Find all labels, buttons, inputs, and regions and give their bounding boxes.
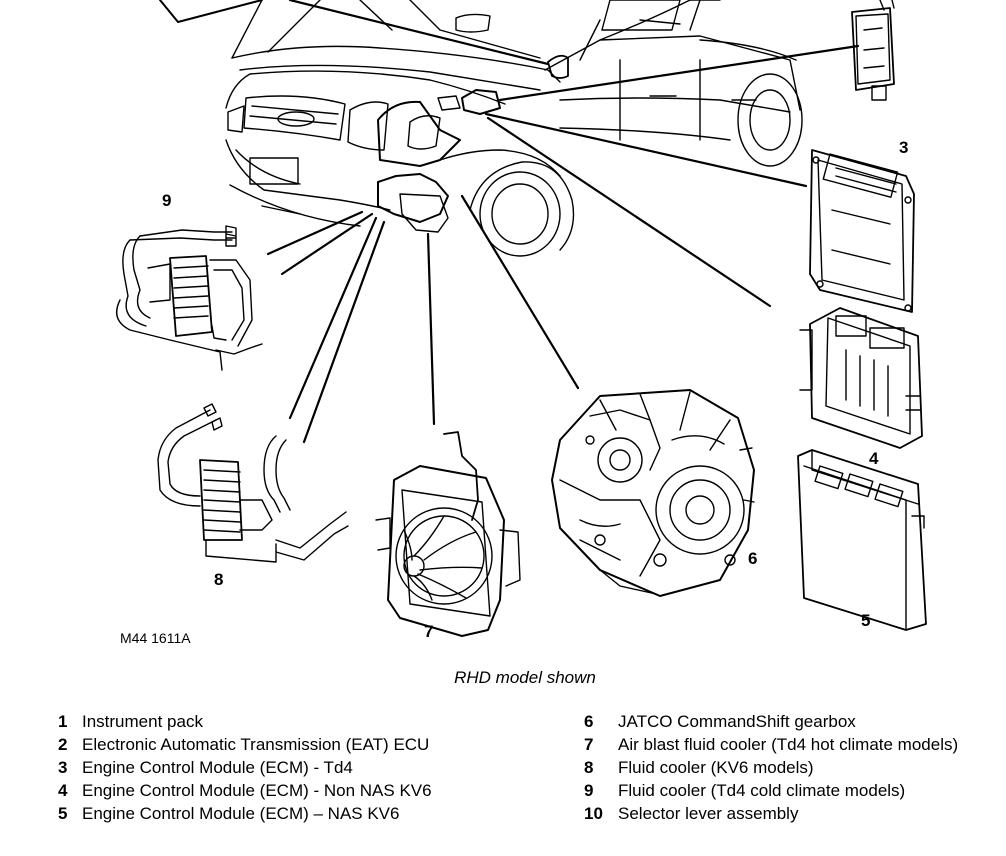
- callout-4: 4: [869, 449, 879, 468]
- ecm-non-nas-kv6-illustration: [799, 307, 923, 449]
- legend-item-4: 4 Engine Control Module (ECM) - Non NAS K…: [58, 779, 432, 802]
- legend-right-column: 6 JATCO CommandShift gearbox 7 Air blast f…: [584, 710, 958, 825]
- callout-9: 9: [162, 191, 172, 210]
- callout-6: 6: [748, 549, 758, 568]
- legend-item-3: 3 Engine Control Module (ECM) - Td4: [58, 756, 432, 779]
- legend-text: Air blast fluid cooler (Td4 hot climate …: [618, 735, 959, 754]
- figure-caption: RHD model shown: [454, 668, 596, 687]
- legend-item-9: 9 Fluid cooler (Td4 cold climate models): [584, 779, 958, 802]
- legend-item-2: 2 Electronic Automatic Transmission (EAT)…: [58, 733, 432, 756]
- fluid-cooler-td4-cold-illustration: [116, 225, 263, 371]
- legend-number: 5: [58, 804, 68, 823]
- legend-text: Fluid cooler (KV6 models): [618, 758, 814, 777]
- legend-item-7: 7 Air blast fluid cooler (Td4 hot climate…: [584, 733, 958, 756]
- legend-item-5: 5 Engine Control Module (ECM) – NAS KV6: [58, 802, 432, 825]
- legend-number: 10: [584, 804, 603, 823]
- legend-number: 2: [58, 735, 68, 754]
- legend-item-8: 8 Fluid cooler (KV6 models): [584, 756, 958, 779]
- callout-3: 3: [899, 138, 909, 157]
- eat-ecu-illustration: [851, 0, 895, 101]
- legend-text: Engine Control Module (ECM) - Non NAS KV…: [82, 781, 432, 800]
- legend-number: 4: [58, 781, 68, 800]
- fluid-cooler-kv6-illustration: [157, 403, 349, 563]
- vehicle-illustration: [159, 0, 803, 257]
- legend-text: Selector lever assembly: [618, 804, 799, 823]
- drawing-code: M44 1611A: [120, 630, 191, 646]
- legend-text: Engine Control Module (ECM) – NAS KV6: [82, 804, 400, 823]
- legend-text: Engine Control Module (ECM) - Td4: [82, 758, 353, 777]
- callout-5: 5: [861, 611, 871, 630]
- ecm-td4-illustration: [809, 149, 915, 313]
- legend-item-1: 1 Instrument pack: [58, 710, 432, 733]
- legend-number: 1: [58, 712, 68, 731]
- air-blast-cooler-illustration: [375, 431, 521, 637]
- legend-number: 6: [584, 712, 594, 731]
- legend-text: Instrument pack: [82, 712, 203, 731]
- legend-number: 9: [584, 781, 594, 800]
- legend-number: 7: [584, 735, 594, 754]
- legend-number: 3: [58, 758, 68, 777]
- callout-8: 8: [214, 570, 224, 589]
- legend-number: 8: [584, 758, 594, 777]
- instrument-pack-panel: [159, 0, 263, 23]
- legend-item-6: 6 JATCO CommandShift gearbox: [584, 710, 958, 733]
- legend-text: Electronic Automatic Transmission (EAT) …: [82, 735, 430, 754]
- legend-text: JATCO CommandShift gearbox: [618, 712, 856, 731]
- callout-7: 7: [424, 622, 434, 641]
- gearbox-illustration: [551, 389, 755, 597]
- legend-left-column: 1 Instrument pack 2 Electronic Automatic T…: [58, 710, 432, 825]
- ecm-nas-kv6-illustration: [797, 449, 927, 631]
- leader-lines: [266, 0, 860, 444]
- legend-text: Fluid cooler (Td4 cold climate models): [618, 781, 906, 800]
- legend-item-10: 10 Selector lever assembly: [584, 802, 958, 825]
